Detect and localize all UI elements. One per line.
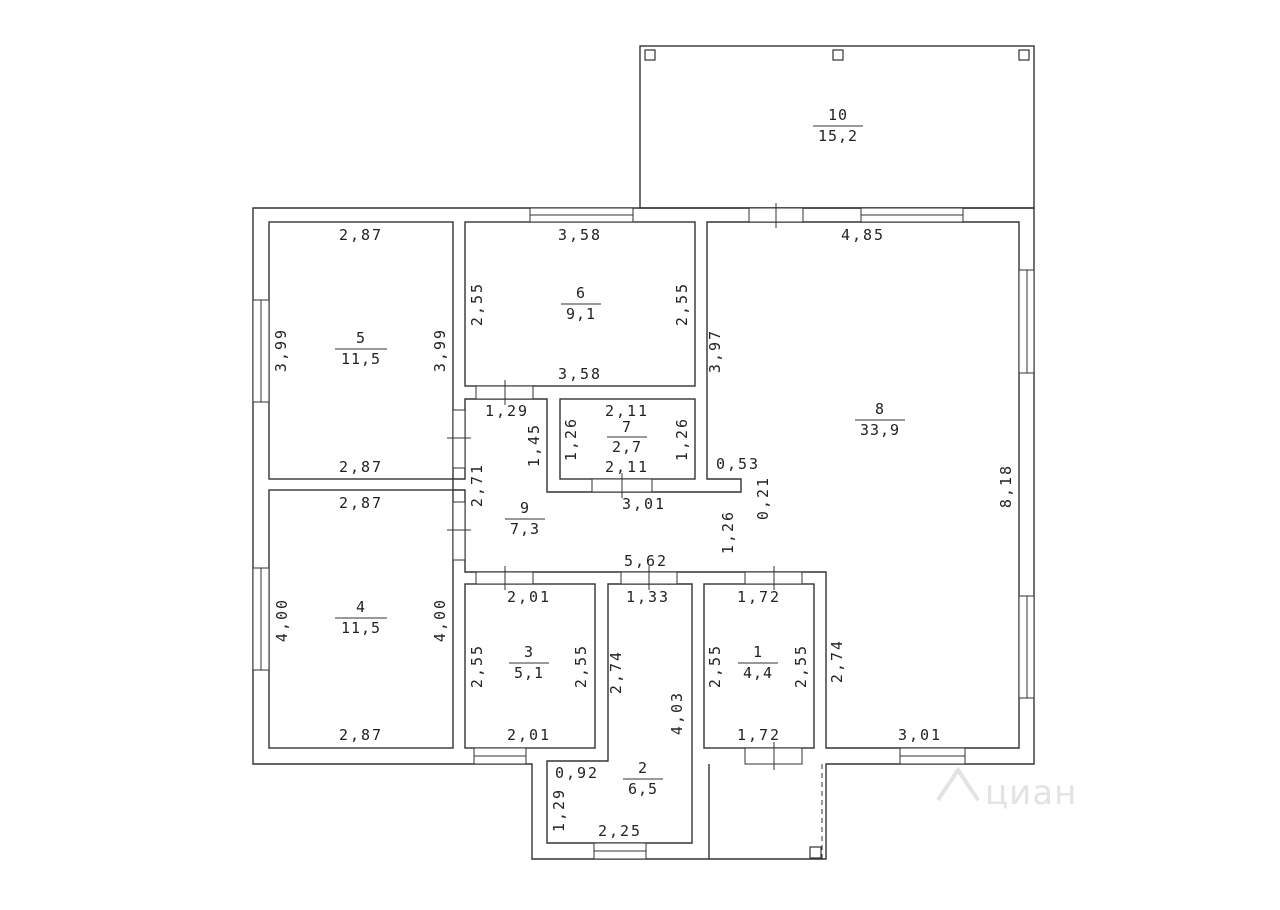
room-number: 7 bbox=[622, 418, 632, 436]
dim-label: 1,26 bbox=[673, 417, 691, 461]
dim-label: 2,74 bbox=[607, 650, 625, 694]
windows bbox=[252, 207, 1035, 860]
dim-label: 1,29 bbox=[485, 402, 529, 420]
room-5-label: 5 11,5 bbox=[335, 329, 387, 368]
dim-label: 2,55 bbox=[673, 282, 691, 326]
room-area: 5,1 bbox=[514, 664, 544, 682]
room-8-outline bbox=[452, 221, 1020, 749]
dim-label: 3,97 bbox=[706, 329, 724, 373]
room-area: 11,5 bbox=[341, 619, 381, 637]
room-area: 11,5 bbox=[341, 350, 381, 368]
dim-label: 3,99 bbox=[431, 328, 449, 372]
dim-label: 4,03 bbox=[668, 691, 686, 735]
dim-label: 4,85 bbox=[841, 226, 885, 244]
dim-label: 0,92 bbox=[555, 764, 599, 782]
dim-label: 2,55 bbox=[468, 282, 486, 326]
dim-label: 2,71 bbox=[468, 463, 486, 507]
watermark: циан bbox=[936, 766, 1077, 813]
outer-wall bbox=[252, 207, 1035, 860]
room-10-label: 10 15,2 bbox=[813, 106, 863, 145]
dim-label: 2,11 bbox=[605, 402, 649, 420]
room-number: 4 bbox=[356, 598, 366, 616]
room-area: 15,2 bbox=[818, 127, 858, 145]
dim-label: 3,58 bbox=[558, 365, 602, 383]
watermark-text: циан bbox=[985, 773, 1077, 813]
room-4-label: 4 11,5 bbox=[335, 598, 387, 637]
dim-label: 1,45 bbox=[525, 423, 543, 467]
dim-label: 1,26 bbox=[562, 417, 580, 461]
dim-label: 1,26 bbox=[719, 510, 737, 554]
room-2-outline bbox=[546, 583, 693, 844]
room-3-label: 3 5,1 bbox=[509, 643, 549, 682]
porch-outline bbox=[709, 764, 823, 860]
dim-label: 2,55 bbox=[792, 644, 810, 688]
dim-label: 1,33 bbox=[626, 588, 670, 606]
room-8-label: 8 33,9 bbox=[855, 400, 905, 439]
dim-label: 1,72 bbox=[737, 726, 781, 744]
room-number: 5 bbox=[356, 329, 366, 347]
room-area: 33,9 bbox=[860, 421, 900, 439]
dim-label: 2,87 bbox=[339, 726, 383, 744]
post-icon bbox=[832, 49, 844, 61]
dim-label: 2,01 bbox=[507, 726, 551, 744]
dim-label: 0,21 bbox=[754, 476, 772, 520]
room-9-label: 9 7,3 bbox=[505, 499, 545, 538]
dim-label: 2,55 bbox=[468, 644, 486, 688]
post-icon bbox=[644, 49, 656, 61]
room-number: 1 bbox=[753, 643, 763, 661]
post-icon bbox=[809, 846, 822, 859]
watermark-logo-icon bbox=[936, 766, 980, 802]
room-area: 6,5 bbox=[628, 780, 658, 798]
dim-label: 3,01 bbox=[622, 495, 666, 513]
dim-label: 2,55 bbox=[572, 644, 590, 688]
room-number: 10 bbox=[828, 106, 848, 124]
dim-label: 1,29 bbox=[550, 788, 568, 832]
dim-label: 2,87 bbox=[339, 458, 383, 476]
door-icon bbox=[452, 501, 466, 561]
dim-label: 3,01 bbox=[898, 726, 942, 744]
dim-label: 0,53 bbox=[716, 455, 760, 473]
dim-label: 3,58 bbox=[558, 226, 602, 244]
dim-label: 4,00 bbox=[431, 598, 449, 642]
room-2-label: 2 6,5 bbox=[623, 759, 663, 798]
dim-label: 2,87 bbox=[339, 226, 383, 244]
room-number: 8 bbox=[875, 400, 885, 418]
dim-label: 5,62 bbox=[624, 552, 668, 570]
doors bbox=[447, 203, 804, 770]
dim-label: 2,55 bbox=[706, 644, 724, 688]
room-labels: 10 15,2 6 9,1 5 11,5 7 2,7 8 33,9 9 7,3 bbox=[335, 106, 905, 798]
room-number: 2 bbox=[638, 759, 648, 777]
room-area: 7,3 bbox=[510, 520, 540, 538]
dimension-labels: 2,87 2,87 3,99 3,99 3,58 3,58 2,55 2,55 … bbox=[272, 226, 1015, 840]
dim-label: 1,72 bbox=[737, 588, 781, 606]
room-area: 4,4 bbox=[743, 664, 773, 682]
dim-label: 2,87 bbox=[339, 494, 383, 512]
room-6-label: 6 9,1 bbox=[561, 284, 601, 323]
room-area: 2,7 bbox=[612, 438, 642, 456]
room-number: 3 bbox=[524, 643, 534, 661]
room-number: 9 bbox=[520, 499, 530, 517]
room-1-label: 1 4,4 bbox=[738, 643, 778, 682]
dim-label: 2,74 bbox=[828, 639, 846, 683]
door-icon bbox=[452, 409, 466, 469]
dim-label: 2,01 bbox=[507, 588, 551, 606]
dim-label: 4,00 bbox=[273, 598, 291, 642]
dim-label: 2,25 bbox=[598, 822, 642, 840]
room-area: 9,1 bbox=[566, 305, 596, 323]
room-number: 6 bbox=[576, 284, 586, 302]
dim-label: 2,11 bbox=[605, 458, 649, 476]
room-7-label: 7 2,7 bbox=[607, 418, 647, 456]
dim-label: 3,99 bbox=[272, 328, 290, 372]
dim-label: 8,18 bbox=[997, 464, 1015, 508]
post-icon bbox=[1018, 49, 1030, 61]
